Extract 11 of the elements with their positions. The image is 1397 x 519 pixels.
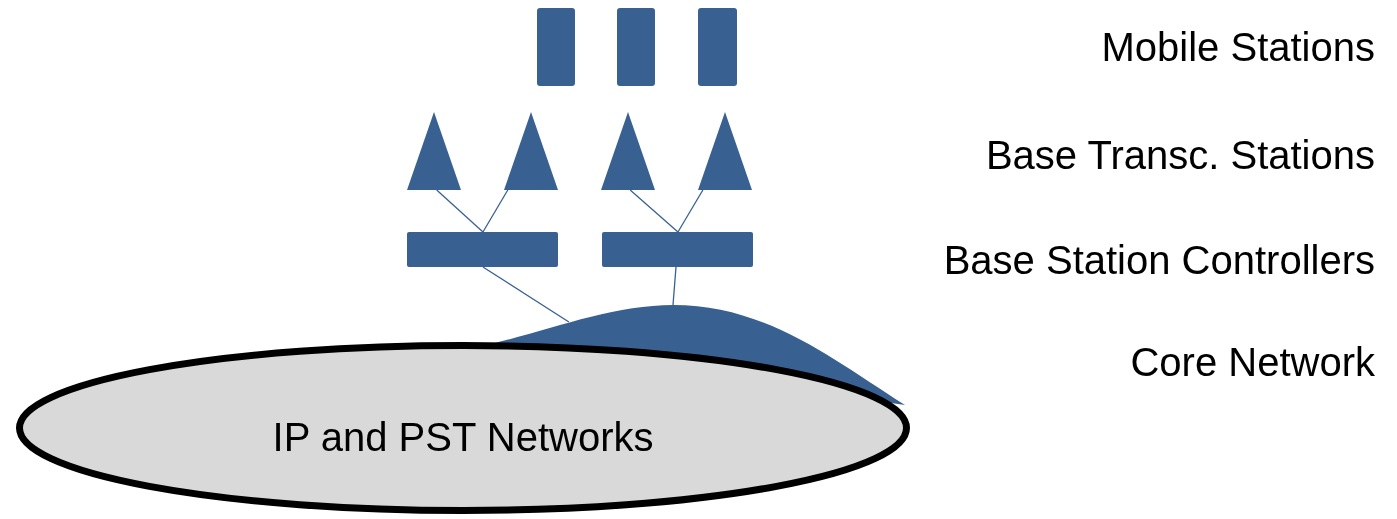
layer-label: Mobile Stations	[1101, 24, 1375, 70]
connection-line	[482, 189, 509, 233]
network-label: IP and PST Networks	[271, 414, 655, 460]
connection-line	[482, 266, 570, 323]
connection-line	[677, 189, 704, 233]
layer-label: Base Station Controllers	[943, 237, 1375, 283]
connection-line	[672, 266, 677, 306]
connection-line	[629, 189, 679, 233]
layer-label: Base Transc. Stations	[985, 132, 1375, 178]
connection-line	[436, 189, 484, 233]
layer-label: Core Network	[1130, 339, 1375, 385]
